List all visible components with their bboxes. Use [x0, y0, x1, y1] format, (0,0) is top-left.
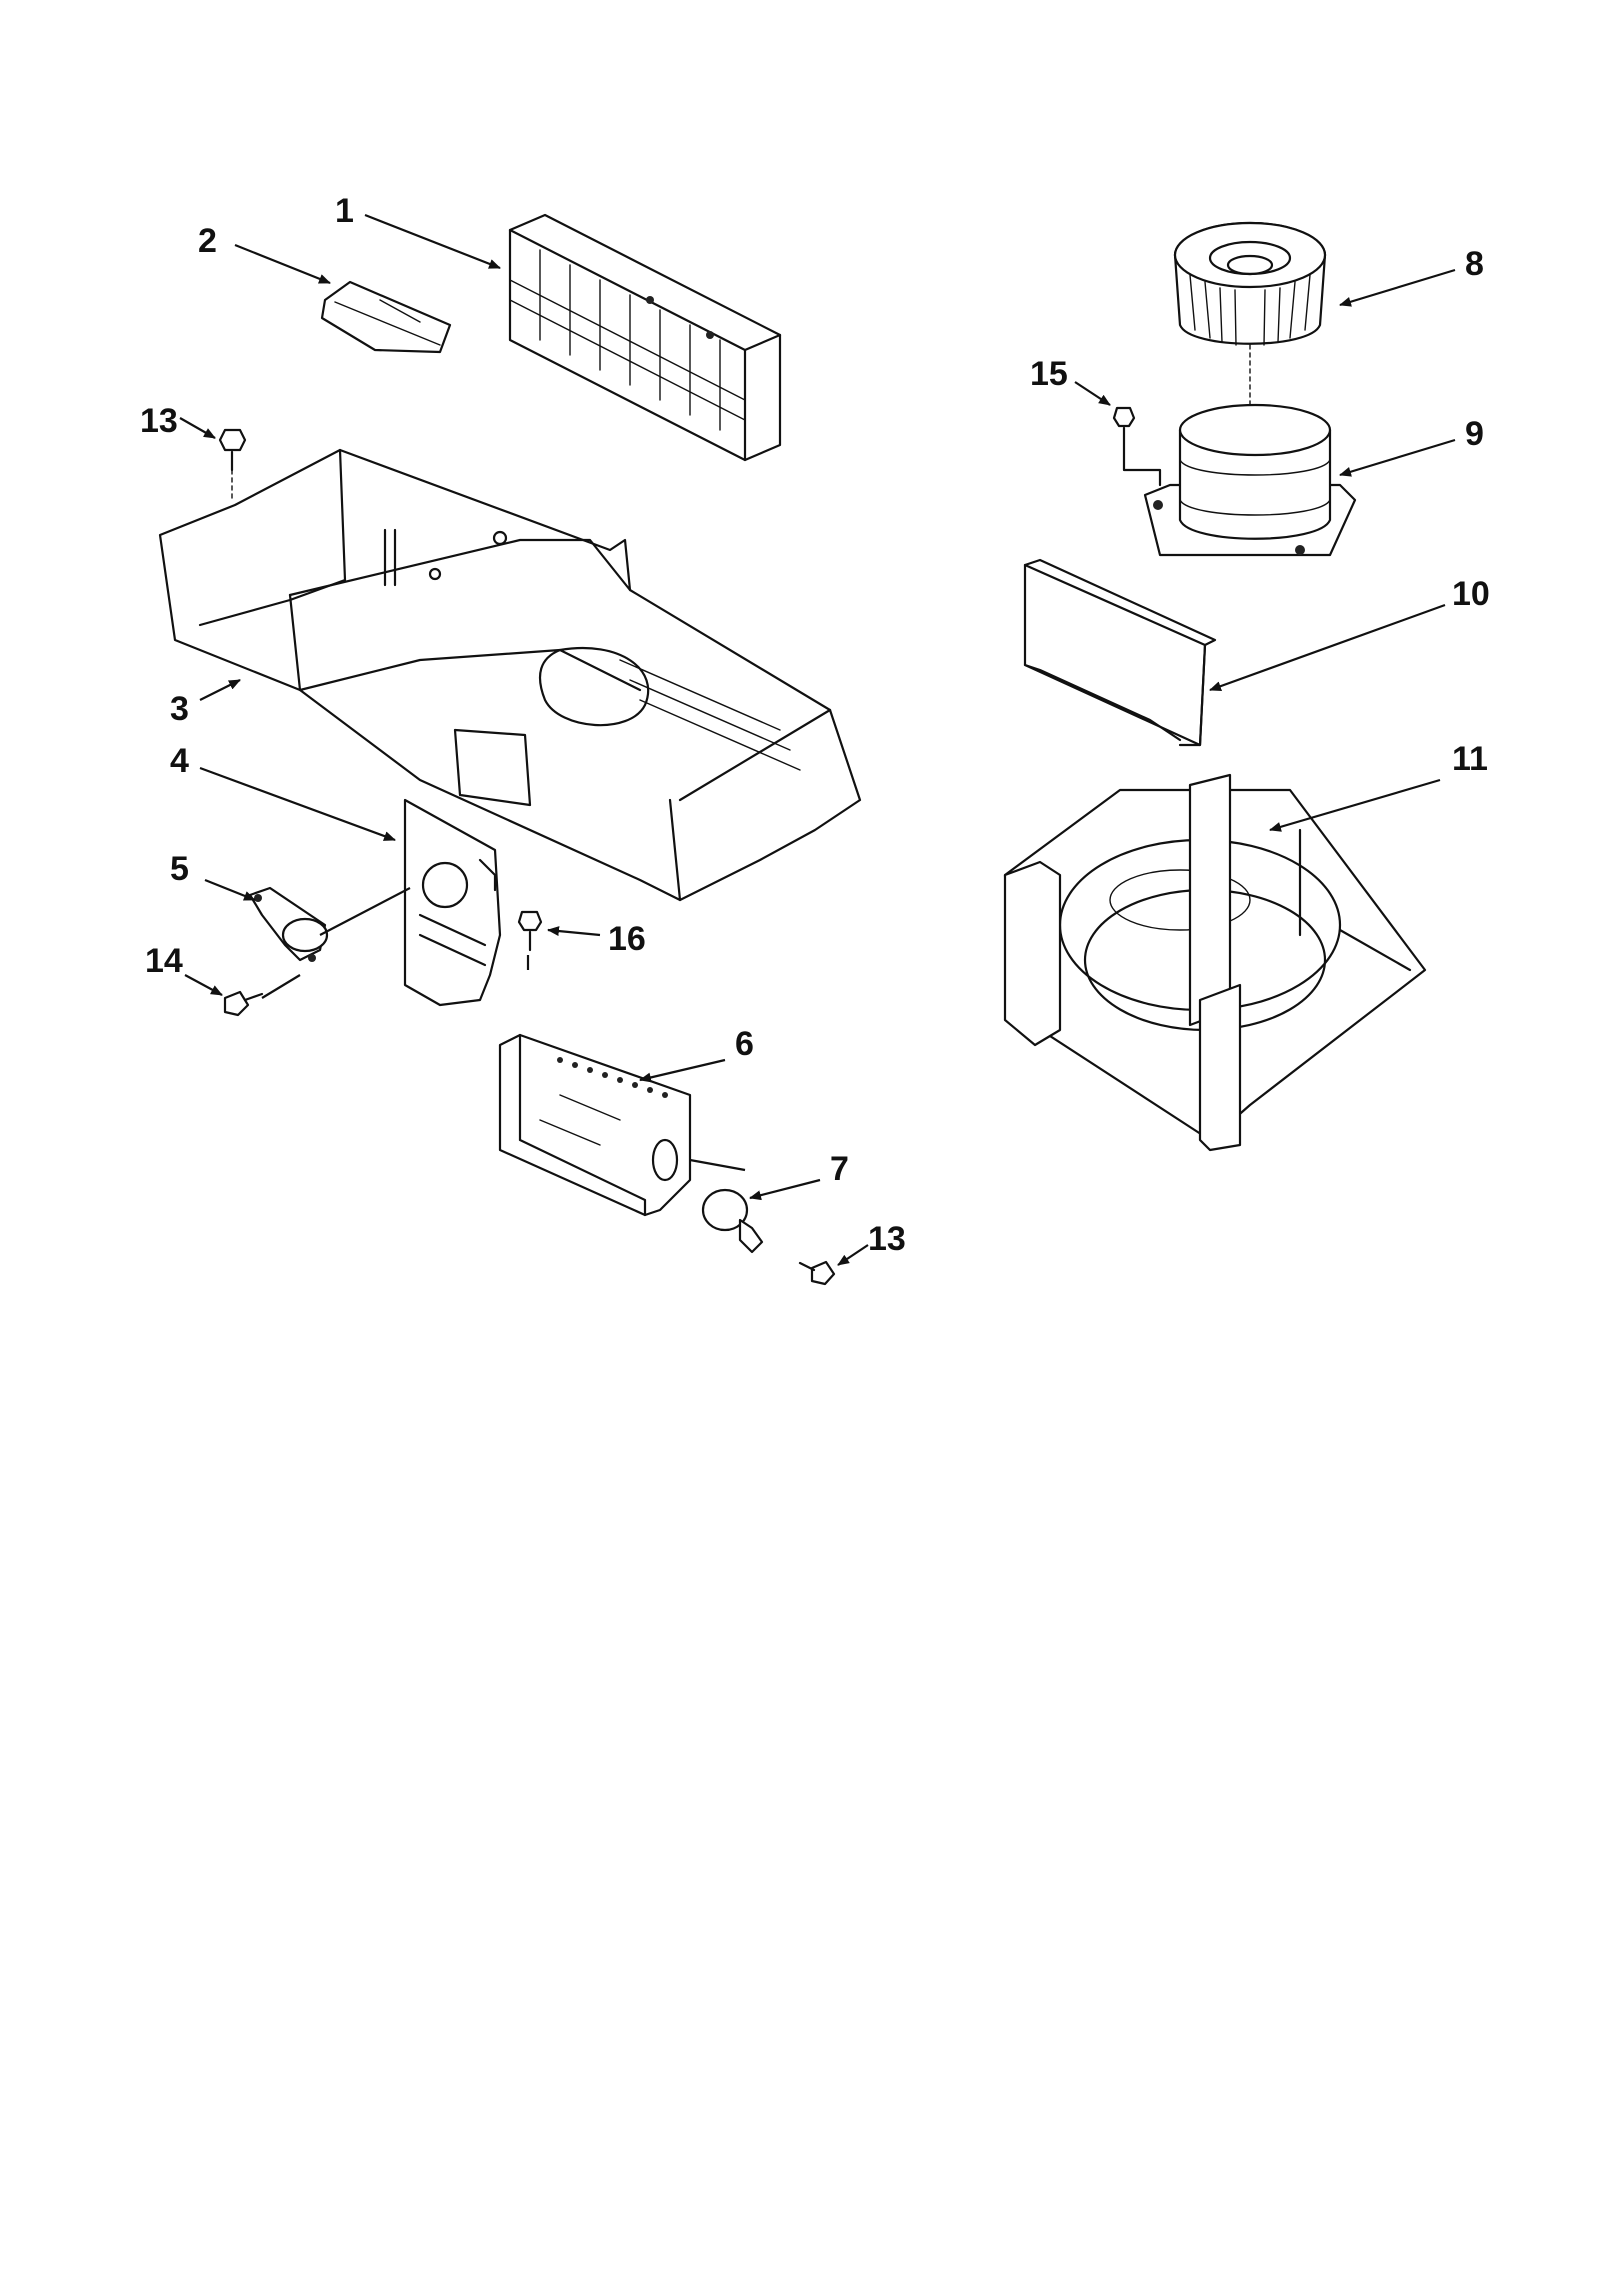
callout-2: 2 — [198, 222, 217, 260]
screw-13-bottom — [798, 1260, 836, 1286]
leader-6-stub — [689, 1158, 746, 1172]
callout-14: 14 — [145, 942, 183, 980]
callout-6: 6 — [735, 1025, 754, 1063]
callout-10: 10 — [1452, 575, 1490, 613]
part-6-lamp-housing — [498, 1033, 692, 1217]
part-11-fan-shroud — [1003, 773, 1427, 1152]
callout-15: 15 — [1030, 355, 1068, 393]
callout-13-bottom: 13 — [868, 1220, 906, 1258]
part-5-thermostat — [248, 886, 329, 962]
leader-14 — [184, 974, 223, 996]
screw-14 — [223, 990, 264, 1017]
leader-13-top — [179, 417, 216, 439]
leader-4 — [199, 766, 396, 842]
leader-8 — [1339, 268, 1456, 307]
callout-9: 9 — [1465, 415, 1484, 453]
callout-8: 8 — [1465, 245, 1484, 283]
leader-1 — [364, 213, 501, 270]
callout-4: 4 — [170, 742, 189, 780]
part-4-bracket — [403, 798, 502, 1007]
callout-13-top: 13 — [140, 402, 178, 440]
callout-1: 1 — [335, 192, 354, 230]
screw-15 — [1112, 406, 1162, 487]
callout-7: 7 — [830, 1150, 849, 1188]
leader-13-bottom — [837, 1244, 869, 1266]
leader-9 — [1339, 438, 1456, 477]
part-1-grille-box — [508, 213, 782, 462]
part-8-blower-wheel — [1173, 221, 1327, 411]
leader-11 — [1269, 778, 1441, 832]
leader-2 — [234, 243, 331, 285]
part-7-light-bulb — [701, 1188, 764, 1254]
part-10-filter — [1023, 558, 1217, 747]
callout-3: 3 — [170, 690, 189, 728]
leader-3 — [199, 679, 241, 701]
callout-16: 16 — [608, 920, 646, 958]
leader-10 — [1209, 603, 1446, 692]
screw-13-top — [218, 428, 247, 501]
lamp-housing-holes — [557, 1057, 668, 1098]
leader-lines — [179, 213, 1456, 1266]
callout-5: 5 — [170, 850, 189, 888]
callout-11: 11 — [1452, 740, 1488, 778]
screw-16 — [517, 910, 543, 952]
leader-6 — [639, 1058, 726, 1083]
leader-15 — [1074, 381, 1111, 406]
part-3-main-housing — [158, 448, 862, 902]
part-2-cover-plate — [320, 280, 452, 354]
leader-16 — [547, 926, 601, 937]
leader-14-to-5 — [261, 974, 301, 999]
leader-5-to-4 — [319, 887, 411, 936]
callout-labels: 1 2 3 4 5 6 7 8 9 10 11 13 13 14 15 16 — [140, 192, 1490, 1258]
leader-5 — [204, 878, 256, 902]
part-9-fan-motor — [1143, 403, 1357, 557]
leader-7 — [749, 1178, 821, 1201]
